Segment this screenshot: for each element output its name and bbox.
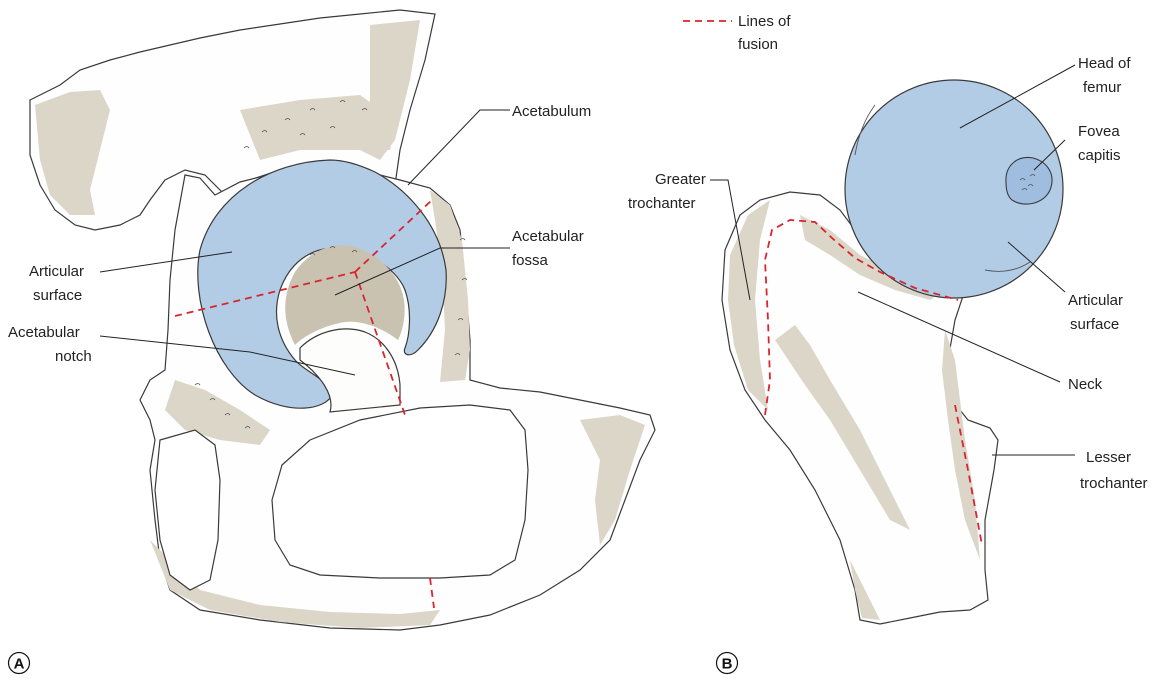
label-acetabular-fossa-2: fossa (512, 252, 549, 269)
label-neck: Neck (1068, 376, 1103, 393)
panel-letter-a-text: A (14, 656, 25, 673)
panel-letter-b: B (717, 653, 738, 674)
label-articular-surface-b-2: surface (1070, 316, 1119, 333)
fovea-capitis (1006, 157, 1052, 204)
label-acetabular-fossa-1: Acetabular (512, 228, 584, 245)
label-articular-surface-a-2: surface (33, 287, 82, 304)
label-articular-surface-a-1: Articular (29, 263, 84, 280)
label-greater-trochanter-2: trochanter (628, 195, 696, 212)
label-lesser-trochanter-1: Lesser (1086, 449, 1131, 466)
panel-letter-b-text: B (722, 656, 733, 673)
legend-label-line2: fusion (738, 36, 778, 53)
legend: Lines of fusion (683, 13, 791, 53)
label-greater-trochanter-1: Greater (655, 171, 706, 188)
label-acetabulum: Acetabulum (512, 103, 591, 120)
label-head-of-femur-1: Head of (1078, 55, 1131, 72)
legend-label-line1: Lines of (738, 13, 791, 30)
panel-b-femur (710, 65, 1075, 624)
panel-letter-a: A (9, 653, 30, 674)
label-fovea-capitis-2: capitis (1078, 147, 1121, 164)
label-head-of-femur-2: femur (1083, 79, 1121, 96)
label-lesser-trochanter-2: trochanter (1080, 475, 1148, 492)
label-acetabular-notch-2: notch (55, 348, 92, 365)
label-acetabular-notch-1: Acetabular (8, 324, 80, 341)
label-articular-surface-b-1: Articular (1068, 292, 1123, 309)
label-fovea-capitis-1: Fovea (1078, 123, 1120, 140)
